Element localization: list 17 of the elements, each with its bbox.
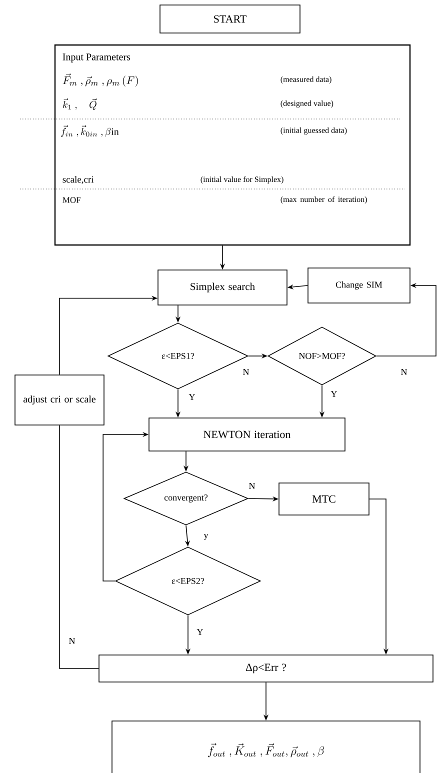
edge-label: Y [188, 393, 196, 401]
edge-label: N [68, 637, 76, 645]
edge-label: y [202, 532, 210, 542]
process-box: adjust cri or scale [14, 374, 104, 426]
input-box: Input Parameters $\vec{F}_{m}\ ,\vec{\rho}_{m}\ ,\rho_{m}\left(F\right)$ (measured data) $\vec{k}_{1}\ ,\quad \vec{Q}$ (designed value) $\vec{f}_{in}\ ,\vec{k}_{0in}\ ,\beta\mathrm{in}$ (initial guessed data) scale,cri (initial value for Simplex) MOF (max number of iteration) [20, 44, 411, 246]
decision-box: Δρ<Err ? [98, 654, 434, 682]
edge-label: N [400, 368, 408, 376]
process-box: MTC [278, 482, 370, 516]
edge-label: N [242, 368, 250, 376]
edge-label: Y [330, 390, 338, 398]
start-box: START [160, 4, 300, 34]
edge-label: Y [196, 628, 204, 636]
edge-label: N [248, 482, 256, 490]
process-box: Simplex search [158, 270, 288, 306]
process-box: NEWTON iteration [148, 418, 346, 452]
output-box: $\vec{f}_{out}\ ,\vec{K}_{out}\ ,\vec{F}_{out},\vec{\rho}_{out}\ ,\beta$ [112, 720, 420, 773]
process-box: Change SIM [308, 268, 410, 304]
